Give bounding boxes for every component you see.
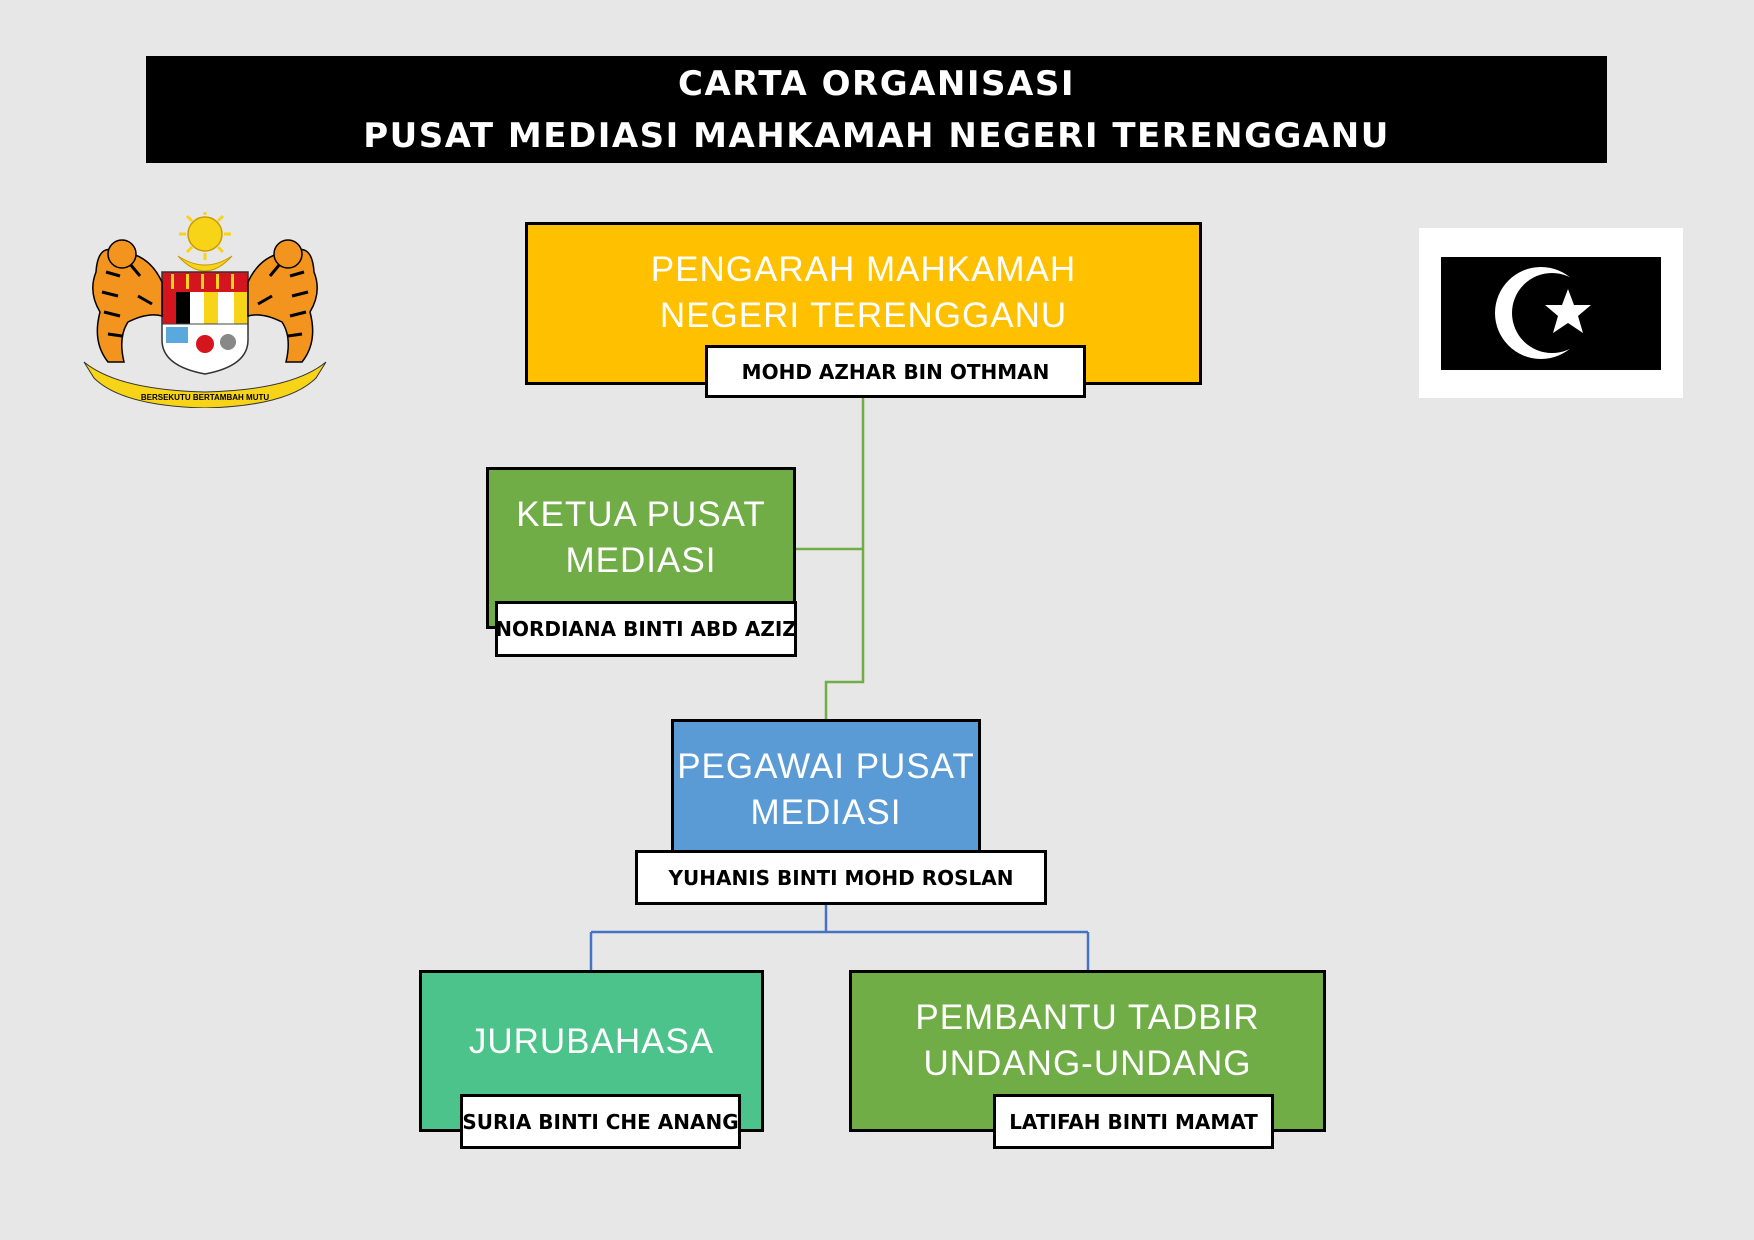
sun-icon (179, 212, 231, 260)
interpreter-name: SURIA BINTI CHE ANANG (460, 1094, 741, 1149)
coat-of-arms-logo: BERSEKUTU BERTAMBAH MUTU (83, 212, 327, 408)
terengganu-flag-icon (1441, 257, 1661, 370)
chart-subtitle: PUSAT MEDIASI MAHKAMAH NEGERI TERENGGANU (363, 115, 1390, 156)
officer-name: YUHANIS BINTI MOHD ROSLAN (635, 850, 1047, 905)
shield-icon (161, 271, 249, 375)
star-icon (1545, 289, 1591, 333)
motto-ribbon (83, 361, 327, 408)
head-name: NORDIANA BINTI ABD AZIZ (495, 601, 797, 657)
director-name: MOHD AZHAR BIN OTHMAN (705, 345, 1086, 398)
assistant-name: LATIFAH BINTI MAMAT (993, 1094, 1274, 1149)
director-title: PENGARAH MAHKAMAH NEGERI TERENGGANU (650, 250, 1077, 335)
head-title: KETUA PUSAT MEDIASI (516, 495, 766, 580)
connector-director-to-officer (824, 396, 865, 720)
officer-title: PEGAWAI PUSAT MEDIASI (677, 747, 975, 832)
crescent-icon (177, 255, 233, 272)
terengganu-flag-logo (1419, 228, 1683, 398)
tiger-right-icon (247, 239, 318, 363)
assistant-title: PEMBANTU TADBIR UNDANG-UNDANG (915, 998, 1260, 1083)
chart-title: CARTA ORGANISASI (678, 63, 1075, 104)
motto-text: BERSEKUTU BERTAMBAH MUTU (141, 393, 270, 402)
tiger-left-icon (92, 239, 163, 363)
header-banner: CARTA ORGANISASI PUSAT MEDIASI MAHKAMAH … (146, 56, 1607, 163)
interpreter-title: JURUBAHASA (468, 1022, 715, 1061)
